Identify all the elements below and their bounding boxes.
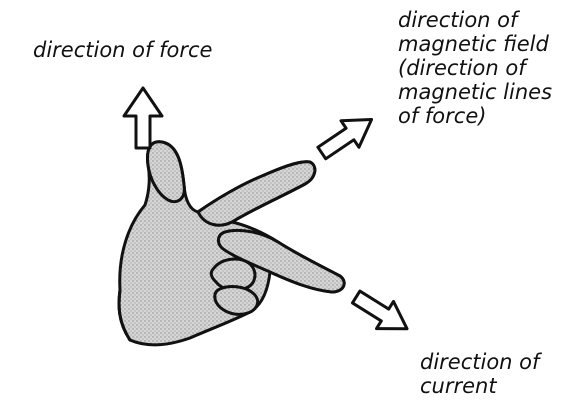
field-label-line: (direction of <box>398 56 552 80</box>
field-label: direction of magnetic field (direction o… <box>398 8 552 128</box>
field-label-line: magnetic field <box>398 32 552 56</box>
field-label-line: of force) <box>398 104 552 128</box>
current-label: direction of current <box>420 350 539 398</box>
left-hand-illustration <box>119 142 344 345</box>
current-label-line: current <box>420 374 539 398</box>
force-arrow-icon <box>124 88 162 148</box>
current-label-line: direction of <box>420 350 539 374</box>
index-finger <box>198 162 315 225</box>
field-label-line: magnetic lines <box>398 80 552 104</box>
force-label: direction of force <box>33 38 212 62</box>
field-label-line: direction of <box>398 8 552 32</box>
current-arrow-icon <box>348 283 416 342</box>
field-arrow-icon <box>313 106 381 166</box>
